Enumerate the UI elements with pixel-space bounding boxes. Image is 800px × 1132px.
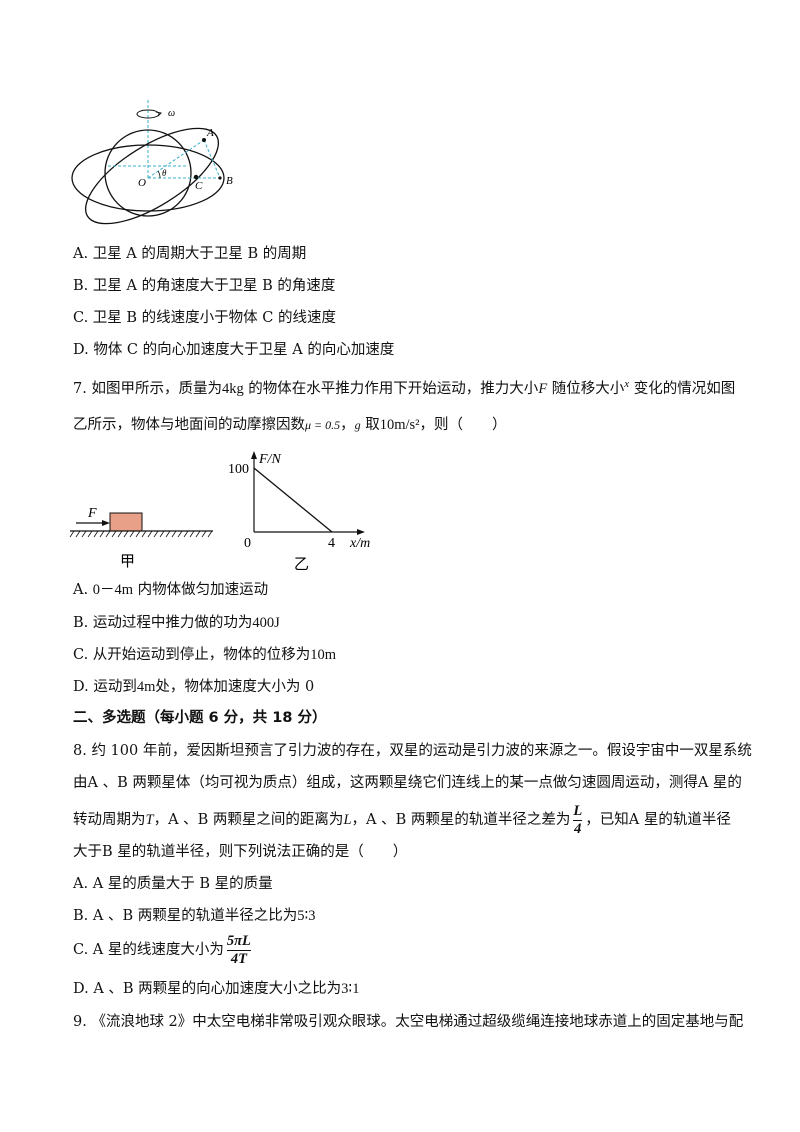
figure-yi-graph: F/N 100 0 4 x/m 乙 <box>228 451 370 573</box>
origin-label: 0 <box>244 536 251 551</box>
q6-option-d: D. 物体 C 的向心加速度大于卫星 A 的向心加速度 <box>73 342 395 358</box>
label-theta: θ <box>162 168 167 178</box>
q8-stem-line4: 大于B 星的轨道半径，则下列说法正确的是（ ） <box>73 844 408 860</box>
q7-option-c: C. 从开始运动到停止，物体的位移为10m <box>73 647 337 663</box>
q9-stem-line1: 9. 《流浪地球 2》中太空电梯非常吸引观众眼球。太空电梯通过超级缆绳连接地球赤… <box>73 1014 744 1030</box>
omega-label: ω <box>168 108 175 119</box>
label-O: O <box>138 177 146 189</box>
q6-option-c: C. 卫星 B 的线速度小于物体 C 的线速度 <box>73 310 336 326</box>
y-tick-100: 100 <box>228 462 249 477</box>
q8-option-d: D. A 、B 两颗星的向心加速度大小之比为3∶1 <box>73 981 360 997</box>
q6-option-b: B. 卫星 A 的角速度大于卫星 B 的角速度 <box>73 278 336 294</box>
q8-stem-line2: 由A 、B 两颗星体（均可视为质点）组成，这两颗星绕它们连线上的某一点做匀速圆周… <box>73 775 742 791</box>
q8-option-b: B. A 、B 两颗星的轨道半径之比为5∶3 <box>73 908 316 924</box>
x-axis-label: x/m <box>349 536 370 551</box>
q7-stem-line2: 乙所示，物体与地面间的动摩擦因数μ = 0.5，g 取10m/s²，则（ ） <box>73 417 507 433</box>
q7-option-a: A. 0－4m 内物体做匀加速运动 <box>73 582 269 598</box>
label-C: C <box>195 180 203 192</box>
force-line <box>253 467 333 533</box>
q7-option-b: B. 运动过程中推力做的功为400J <box>73 615 280 631</box>
force-label-F: F <box>87 506 97 521</box>
q7-stem-line1: 7. 如图甲所示，质量为4kg 的物体在水平推力作用下开始运动，推力大小F 随位… <box>73 378 736 397</box>
figure-jia-label: 甲 <box>120 554 135 570</box>
q6-option-a: A. 卫星 A 的周期大于卫星 B 的周期 <box>73 246 307 262</box>
q8-stem-line1: 8. 约 100 年前，爱因斯坦预言了引力波的存在，双星的运动是引力波的来源之一… <box>73 743 752 759</box>
q8-option-a: A. A 星的质量大于 B 星的质量 <box>73 876 273 892</box>
section-heading-multi-choice: 二、多选题（每小题 6 分，共 18 分） <box>73 710 327 726</box>
label-A: A <box>206 127 214 139</box>
x-tick-4: 4 <box>328 536 335 551</box>
y-axis-label: F/N <box>258 452 281 467</box>
q7-option-d: D. 运动到4m处，物体加速度大小为 0 <box>73 679 315 695</box>
figure-jia: F 甲 <box>69 506 213 570</box>
label-B: B <box>226 175 233 187</box>
figure-yi-label: 乙 <box>294 557 309 573</box>
satellite-orbit-figure: ω A B C O θ <box>71 100 233 225</box>
